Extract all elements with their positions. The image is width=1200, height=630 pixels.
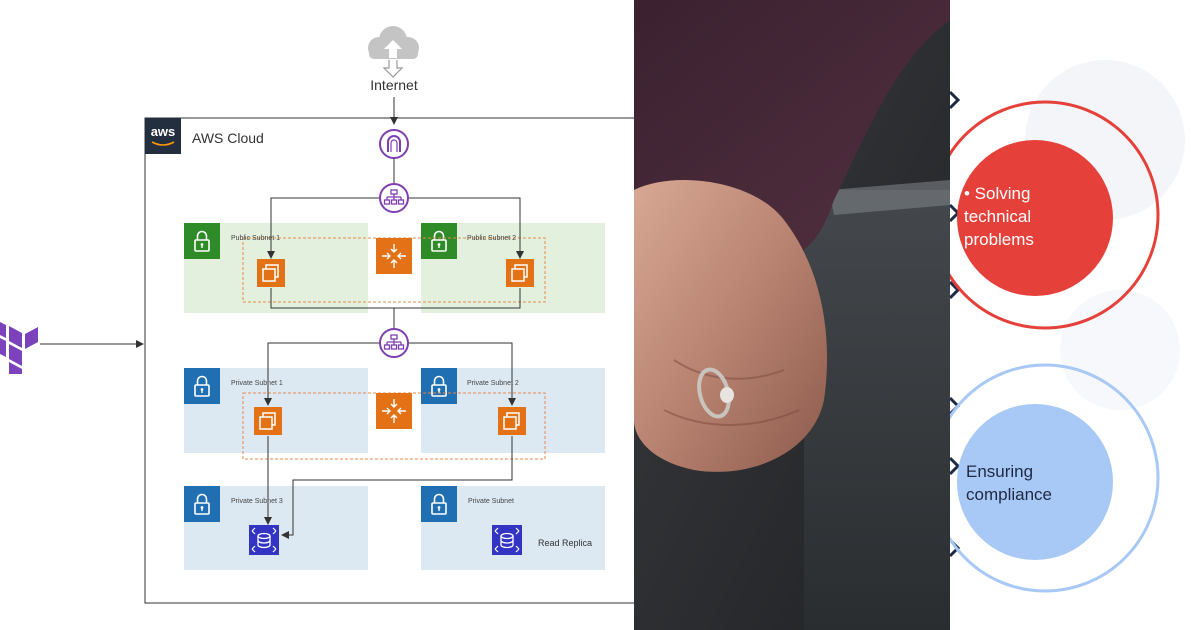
ec2-instance-icon <box>256 258 286 288</box>
outer-ring-red <box>950 100 1160 330</box>
circle-red <box>957 140 1113 296</box>
cloud-upload-icon <box>368 26 419 78</box>
aws-logo: aws <box>145 118 181 154</box>
load-balancer-icon <box>379 183 409 213</box>
infographic: • Solving technical problems Ensuring co… <box>950 0 1200 630</box>
subnet-label: Private Subnet 2 <box>467 380 519 387</box>
hand-photo-image <box>634 0 950 630</box>
internet-label: Internet <box>370 77 418 93</box>
ec2-instance-icon <box>497 406 527 436</box>
lock-icon <box>184 223 220 259</box>
lock-icon <box>184 368 220 404</box>
infographic-shapes <box>950 60 1185 593</box>
terraform-logo <box>0 322 38 374</box>
lock-icon <box>184 486 220 522</box>
laptop-surface <box>804 190 950 630</box>
read-replica-label: Read Replica <box>538 538 593 548</box>
subnet-label: Private Subnet 1 <box>231 380 283 387</box>
rds-database-icon <box>491 524 523 556</box>
aws-cloud-boundary <box>144 117 634 604</box>
rds-database-icon <box>248 524 280 556</box>
lock-icon <box>421 486 457 522</box>
item-solving-problems: • Solving technical problems <box>964 184 1034 249</box>
ring <box>697 367 734 419</box>
ec2-instance-icon <box>505 258 535 288</box>
internet-gateway-icon <box>379 129 409 159</box>
hand-photo <box>634 0 950 630</box>
outer-ring-blue <box>950 363 1160 593</box>
diagram-canvas: Internet aws AWS Cloud <box>0 26 634 604</box>
aws-architecture-diagram: Internet aws AWS Cloud <box>0 26 634 604</box>
auto-scaling-icon <box>375 392 413 430</box>
hand <box>634 180 828 472</box>
lock-icon <box>421 368 457 404</box>
lock-icon <box>421 223 457 259</box>
aws-cloud-label: AWS Cloud <box>192 130 264 146</box>
circle-blue <box>957 404 1113 560</box>
subnet-label: Private Subnet 3 <box>231 498 283 505</box>
ec2-instance-icon <box>253 406 283 436</box>
load-balancer-icon <box>379 328 409 358</box>
subnet-label: Public Subnet 1 <box>231 235 281 242</box>
auto-scaling-icon <box>375 237 413 275</box>
svg-text:aws: aws <box>151 124 176 139</box>
subnet-label: Public Subnet 2 <box>467 235 517 242</box>
subnet-label: Private Subnet <box>468 498 514 505</box>
item-ensuring-compliance: Ensuring compliance <box>966 462 1052 504</box>
